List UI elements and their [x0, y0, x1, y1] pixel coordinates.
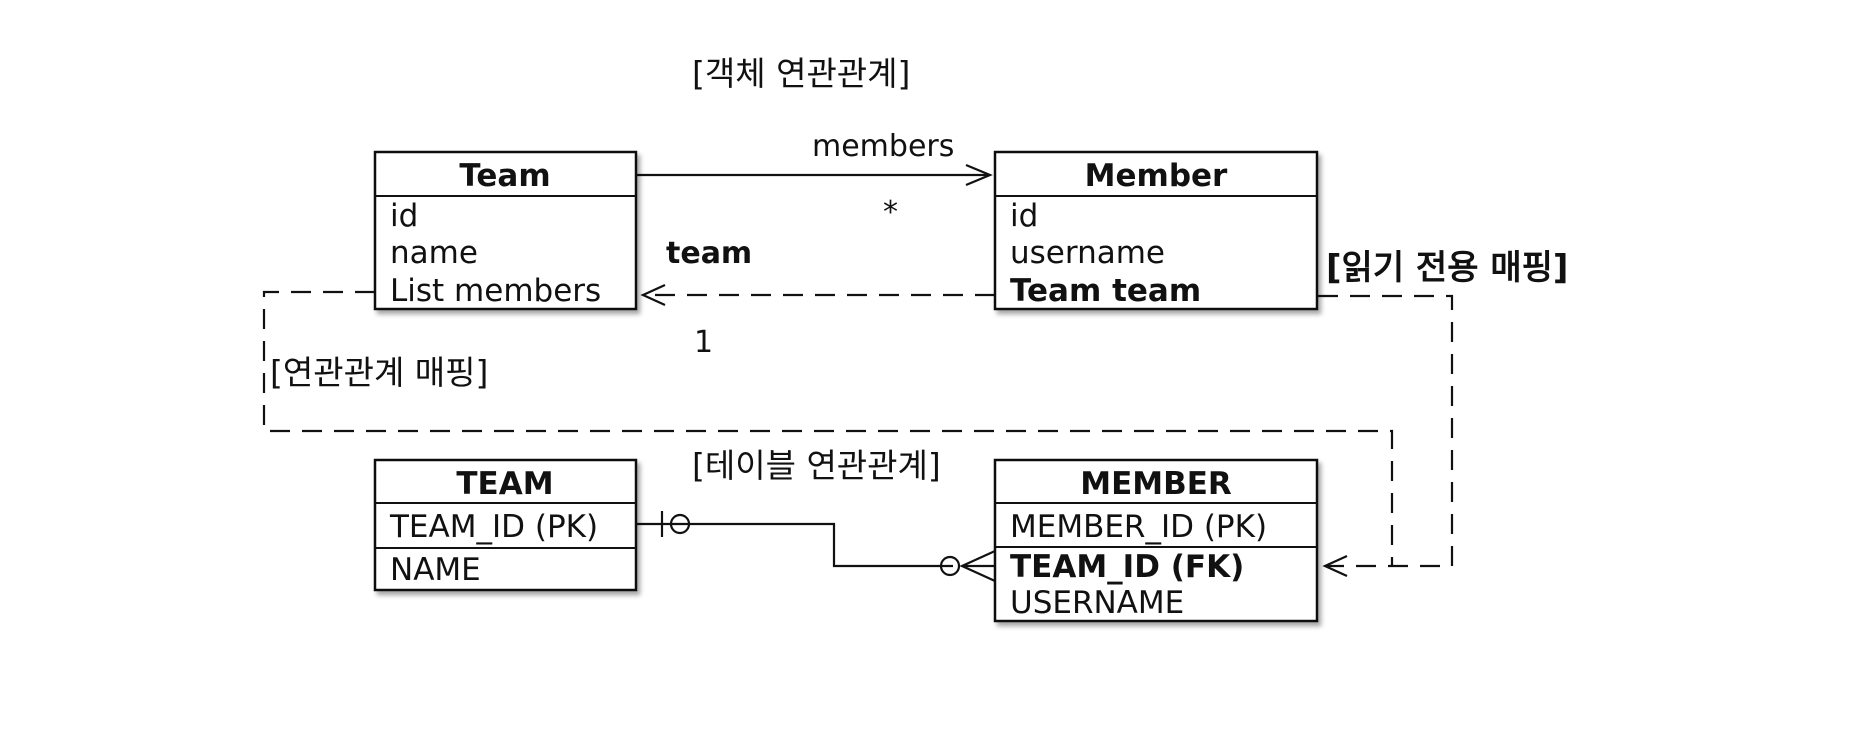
team-table-field: NAME: [390, 552, 481, 588]
member-table-field: USERNAME: [1010, 585, 1184, 621]
member-class-header: Member: [1085, 158, 1228, 194]
member-table-header: MEMBER: [1080, 466, 1232, 502]
team-class-header: Team: [459, 158, 550, 194]
team-table-box: [373, 458, 638, 592]
readonly-mapping-label: [읽기 전용 매핑]: [1326, 248, 1568, 288]
readonly-mapping-arrowhead: [1322, 554, 1348, 578]
member-class-box: [993, 150, 1319, 311]
team-table-header: TEAM: [456, 466, 553, 502]
member-table-box: [993, 458, 1319, 623]
object-relation-title: [객체 연관관계]: [692, 54, 910, 93]
members-association-arrowhead: [965, 163, 993, 187]
team-class-field: List members: [390, 273, 601, 309]
team-table-field: TEAM_ID (PK): [389, 509, 598, 545]
member-class-field: Team team: [1010, 273, 1201, 309]
member-class-field: id: [1010, 198, 1038, 234]
member-table-field: MEMBER_ID (PK): [1010, 509, 1267, 545]
member-table-field: TEAM_ID (FK): [1010, 549, 1244, 585]
relation-mapping-dashed-line: [262, 290, 1394, 566]
team-label: team: [666, 236, 752, 271]
table-relation-title: [테이블 연관관계]: [692, 446, 941, 485]
erd-relationship-line: [636, 522, 953, 568]
one-multiplicity-label: 1: [694, 325, 713, 360]
crows-foot-mark: [959, 549, 996, 583]
member-class-field: username: [1010, 235, 1165, 271]
team-class-field: id: [390, 198, 418, 234]
zero-circle-team-mark: [669, 513, 691, 535]
readonly-mapping-dashed-line: [1318, 294, 1454, 568]
members-label: members: [812, 129, 954, 164]
relation-mapping-label: [연관관계 매핑]: [270, 353, 488, 392]
zero-circle-member-mark: [939, 555, 961, 577]
team-association-arrowhead: [640, 283, 666, 307]
many-multiplicity-label: *: [883, 195, 898, 230]
team-class-field: name: [390, 235, 478, 271]
team-class-box: [373, 150, 638, 311]
